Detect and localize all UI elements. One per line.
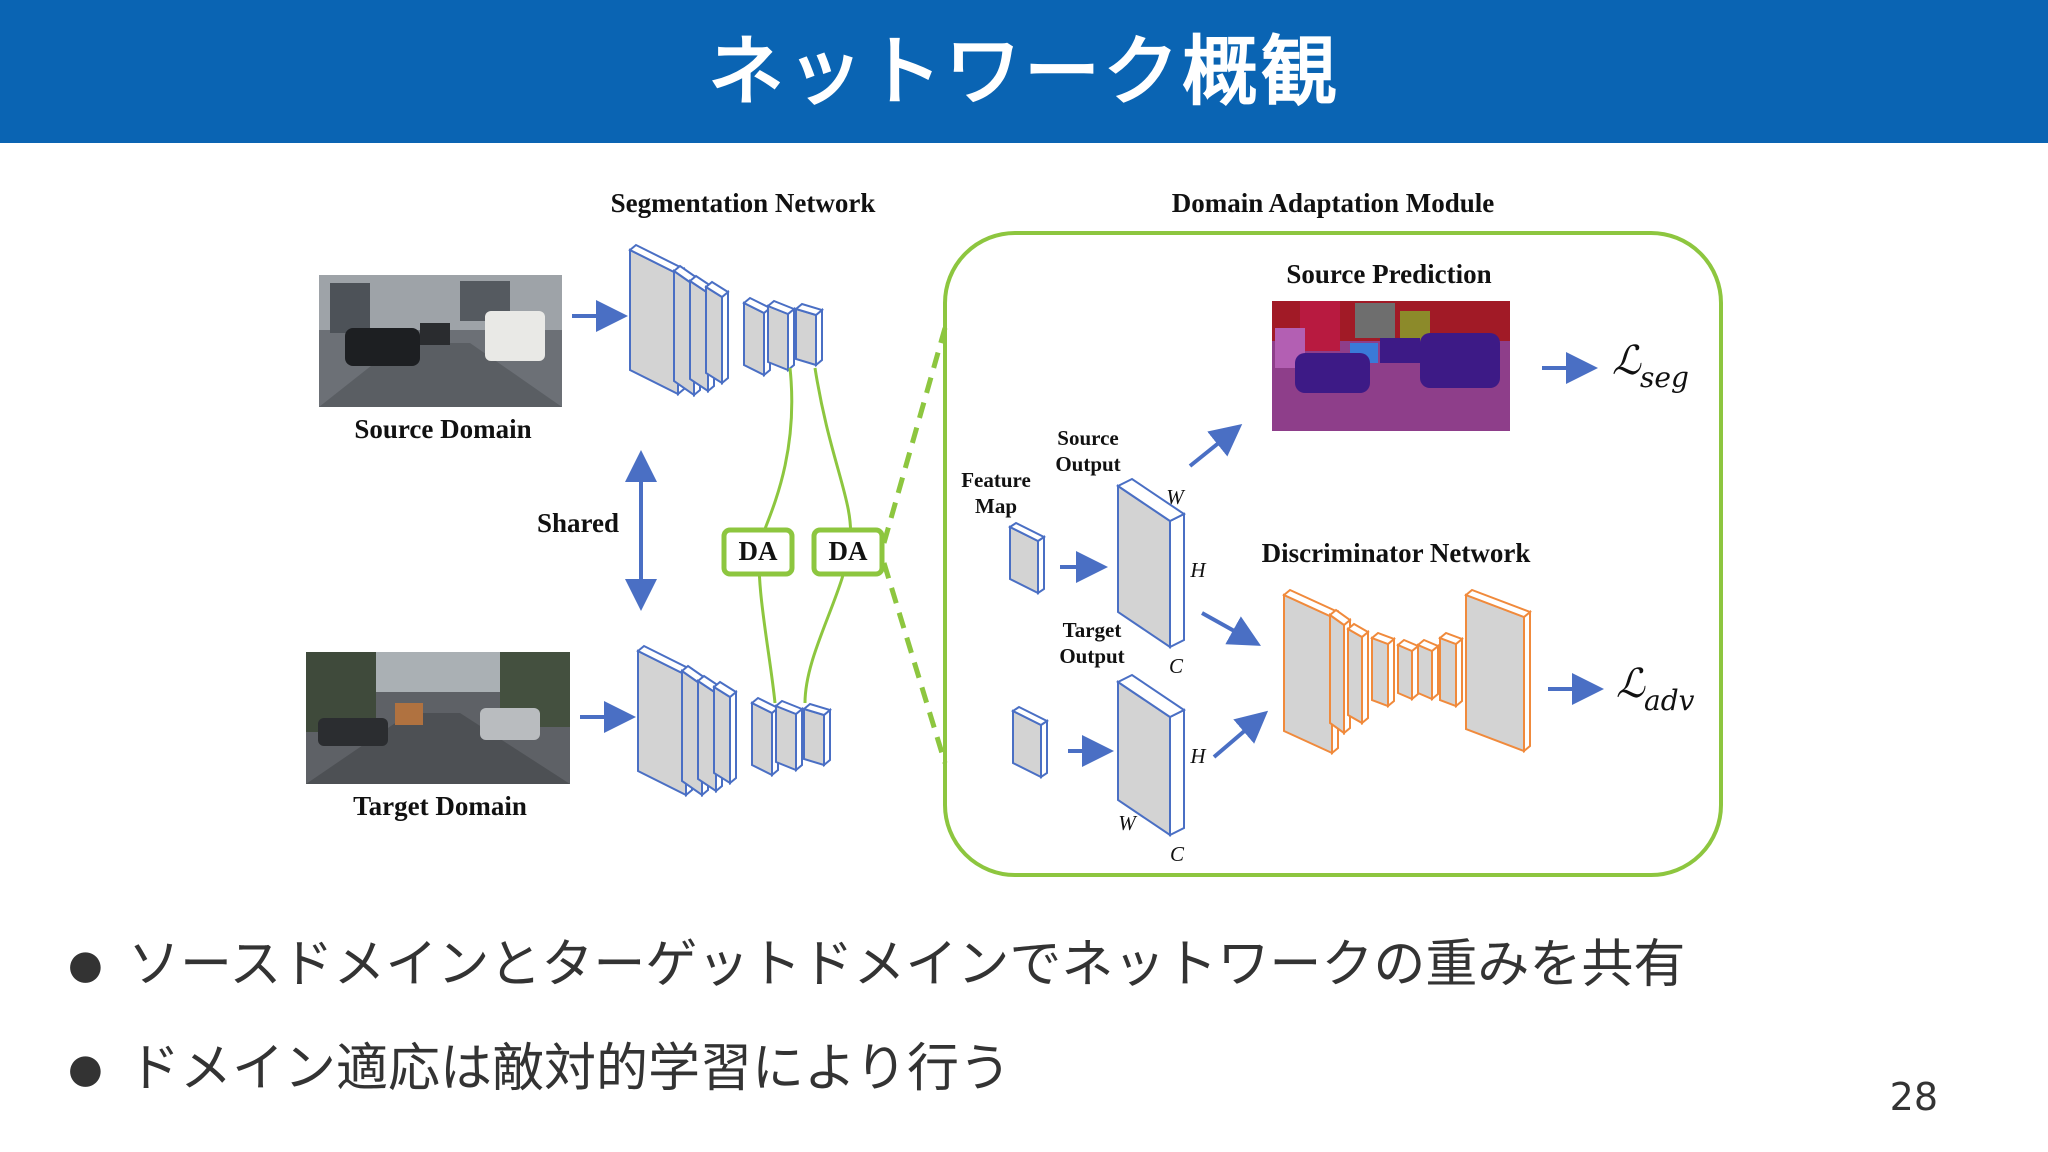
da-label-2: DA [829,536,868,566]
expansion-line-top [881,327,948,544]
page-number: 28 [1889,1075,1938,1119]
target-dim-w: W [1118,811,1138,835]
da-box-2: DA [811,527,885,577]
layer-block [704,280,730,386]
network-diagram: Segmentation Network Domain Adaptation M… [306,188,1723,877]
source-domain-label: Source Domain [354,414,531,444]
slide-title: ネットワーク概観 [708,27,1340,116]
bullet-item: ● ソースドメインとターゲットドメインでネットワークの重みを共有 [68,930,1685,1034]
target-dim-c: C [1170,842,1185,866]
segmentation-network-label: Segmentation Network [611,188,876,218]
layer-block [793,302,825,368]
target-to-discriminator-arrow [1212,710,1269,759]
layer-block [750,696,780,778]
discriminator-label: Discriminator Network [1262,538,1531,568]
target-domain-label: Target Domain [353,791,527,821]
source-feature-map [1008,521,1046,595]
domain-adaptation-module-box [943,231,1723,877]
bullet-text: ソースドメインとターゲットドメインでネットワークの重みを共有 [128,935,1686,995]
loss-adv-symbol: ℒ [1616,661,1646,707]
source-dim-c: C [1169,654,1184,678]
layer-block [1396,638,1420,702]
layer-block [774,699,804,773]
source-prediction-arrow [1188,423,1243,468]
bullet-item: ● ドメイン適応は敵対的学習により行う [68,1034,1685,1138]
shared-label: Shared [537,508,619,538]
target-output-label-line1: Target [1063,618,1122,642]
domain-adaptation-module-label: Domain Adaptation Module [1172,188,1495,218]
bullet-list: ● ソースドメインとターゲットドメインでネットワークの重みを共有 ● ドメイン適応は… [68,930,1685,1138]
target-output-label-line2: Output [1059,644,1124,668]
layer-block [742,296,772,378]
bullet-text: ドメイン適応は敵対的学習により行う [128,1039,1011,1099]
source-output-label-line1: Source [1057,426,1118,450]
source-domain-image [319,275,562,407]
source-dim-w: W [1166,485,1186,509]
source-prediction-image [1272,301,1510,431]
target-output-map [1116,673,1186,837]
feature-map-label-line2: Map [975,494,1017,518]
da-label-1: DA [739,536,778,566]
discriminator-layers [1282,588,1532,756]
layer-block [1370,631,1396,709]
da-box-1: DA [721,527,795,577]
layer-block [712,680,738,786]
source-segmentation-layers [628,243,825,398]
source-to-discriminator-arrow [1201,611,1261,646]
expansion-line-bottom [881,562,948,764]
layer-block [1416,638,1440,702]
layer-block [1438,631,1464,709]
source-output-label-line2: Output [1055,452,1120,476]
layer-block [801,702,833,768]
bullet-dot-icon: ● [68,1046,103,1092]
target-dim-h: H [1189,744,1207,768]
loss-seg-subscript: seg [1640,361,1689,394]
layer-block [1464,588,1532,754]
target-segmentation-layers [636,644,833,798]
source-output-map [1116,477,1186,649]
source-dim-h: H [1189,558,1207,582]
target-domain-image [306,652,570,784]
loss-adv-subscript: adv [1644,684,1695,717]
bullet-dot-icon: ● [68,942,103,988]
loss-seg-symbol: ℒ [1612,338,1642,384]
feature-map-label-line1: Feature [961,468,1031,492]
target-feature-map [1011,705,1049,779]
title-bar [0,0,2048,143]
source-prediction-label: Source Prediction [1286,259,1491,289]
layer-block [1346,622,1370,726]
layer-block [766,299,796,373]
